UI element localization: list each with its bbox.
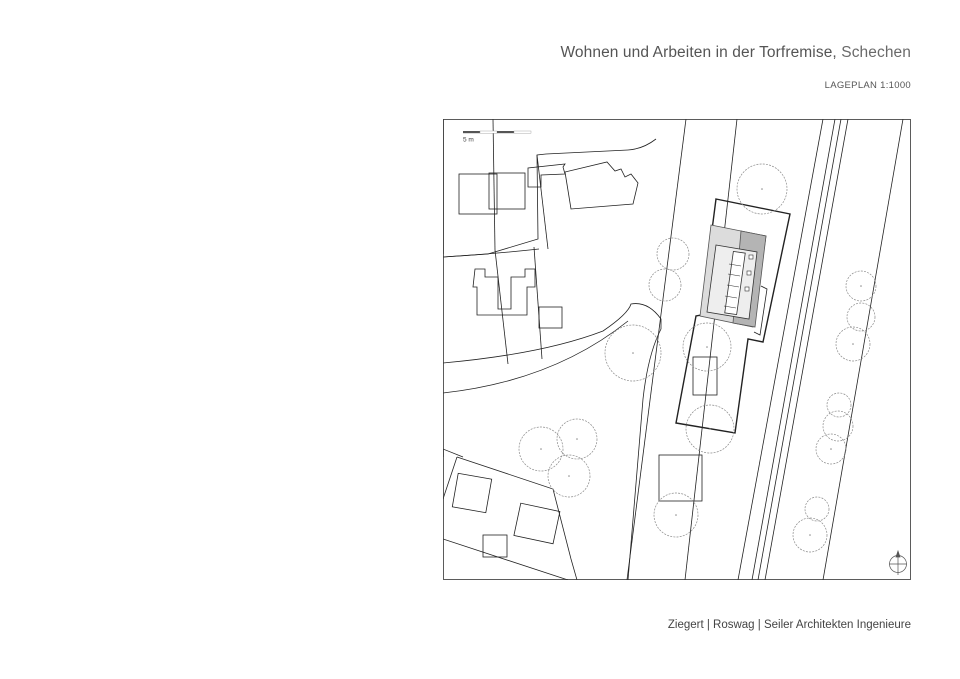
plan-label: LAGEPLAN 1:1000 bbox=[824, 80, 911, 91]
credits: Ziegert | Roswag | Seiler Architekten In… bbox=[667, 619, 911, 631]
page-title: Wohnen und Arbeiten in der Torfremise, S… bbox=[560, 44, 911, 62]
scale-bar-label: 5 m bbox=[463, 137, 474, 144]
tree-centers bbox=[540, 188, 862, 536]
road-lines bbox=[443, 119, 904, 580]
existing-buildings bbox=[443, 161, 718, 580]
title-place: Schechen bbox=[841, 44, 911, 61]
scale-bar: 5 m bbox=[463, 130, 532, 144]
site-plan: 5 m bbox=[443, 119, 911, 580]
title-main: Wohnen und Arbeiten in der Torfremise, bbox=[560, 44, 837, 61]
site-plan-drawing: 5 m bbox=[443, 119, 911, 580]
plan-frame bbox=[443, 119, 911, 580]
trees bbox=[518, 163, 877, 553]
north-arrow-icon bbox=[889, 549, 907, 575]
project-site bbox=[675, 198, 791, 434]
lot-lines bbox=[443, 119, 549, 458]
